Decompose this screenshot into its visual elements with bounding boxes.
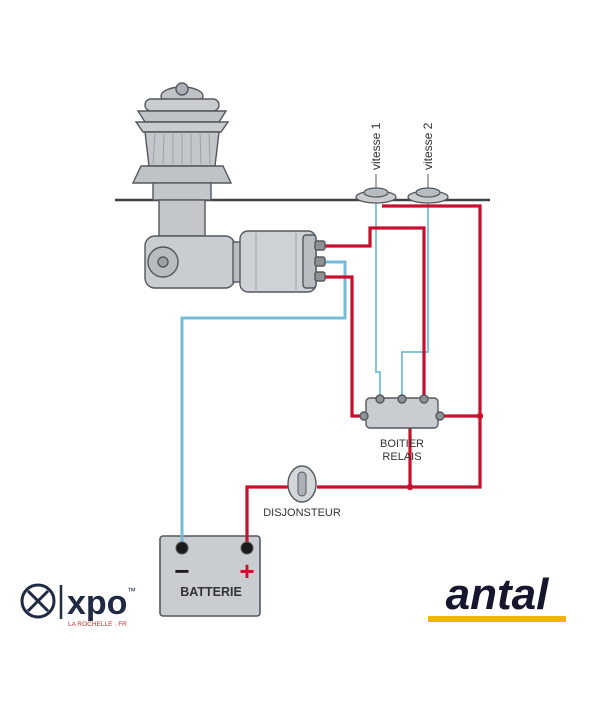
- winch-selftail-upper: [136, 110, 228, 123]
- vitesse-1-button-dome: [363, 187, 389, 198]
- vitesse-2-label: vitesse 2: [421, 122, 435, 170]
- winch-drawing: [131, 82, 233, 201]
- xpo-circle-x-icon: [20, 583, 56, 619]
- wire-motor-t1-red: [324, 226, 426, 396]
- wire-button2-control-blue: [401, 193, 429, 396]
- wire-junction: [476, 412, 484, 420]
- motor-terminal-3: [314, 271, 326, 282]
- vitesse-1-label: vitesse 1: [369, 122, 383, 170]
- winch-cap-knob: [175, 82, 189, 96]
- winch-selftail-lower: [134, 121, 230, 133]
- battery-box: [159, 535, 261, 617]
- xpo-trademark: ™: [127, 586, 136, 596]
- battery-minus-terminal: [175, 541, 189, 555]
- relay-terminal-top-2: [397, 394, 407, 404]
- antal-underline: [428, 616, 566, 622]
- wire-supply-red: [317, 204, 482, 489]
- button-vitesse-2: [407, 174, 449, 204]
- battery-minus-sign: −: [174, 556, 189, 586]
- relay-box-group: [359, 394, 445, 429]
- motor-terminal-2: [314, 256, 326, 267]
- battery-plus-sign: +: [239, 556, 254, 586]
- deck-buttons: [355, 174, 449, 204]
- wire-junction: [406, 483, 414, 491]
- wire-battery-negative-blue: [180, 260, 347, 548]
- relay-terminal-right: [435, 411, 445, 421]
- breaker-label: DISJONSTEUR: [263, 507, 341, 519]
- battery-plus-terminal: [240, 541, 254, 555]
- winch-base-cylinder: [152, 182, 212, 201]
- relay-label-line2: RELAIS: [382, 451, 421, 463]
- vitesse-2-button-dome: [415, 187, 441, 198]
- motor-terminal-1: [314, 240, 326, 251]
- breaker-toggle: [297, 471, 307, 497]
- button-vitesse-1: [355, 174, 397, 204]
- winch-base-flange: [131, 165, 233, 184]
- winch-drum-ribs: [152, 133, 211, 165]
- antal-logo: antal: [428, 570, 566, 622]
- battery-label: BATTERIE: [180, 585, 242, 599]
- motor-end-band: [302, 234, 317, 289]
- breaker-group: [287, 465, 317, 503]
- wire-motor-t3-red: [324, 275, 364, 418]
- relay-terminal-top-3: [419, 394, 429, 404]
- wire-button1-control-blue: [375, 193, 381, 396]
- gearbox-hub: [157, 256, 169, 268]
- relay-terminal-top-1: [375, 394, 385, 404]
- xpo-subtext: LA ROCHELLE · FR: [68, 621, 127, 628]
- xpo-text: xpo: [67, 584, 127, 622]
- relay-label-line1: BOITIER: [380, 438, 424, 450]
- wire-battery-positive-red: [245, 485, 289, 548]
- antal-text: antal: [446, 570, 549, 619]
- winch-motor-assembly: [144, 199, 326, 293]
- winch-stripper-arm: [144, 98, 220, 112]
- winch-shaft: [158, 199, 206, 237]
- wires-layer: [180, 193, 484, 548]
- xpo-logo: xpo ™ LA ROCHELLE · FR: [20, 583, 136, 628]
- relay-terminal-left: [359, 411, 369, 421]
